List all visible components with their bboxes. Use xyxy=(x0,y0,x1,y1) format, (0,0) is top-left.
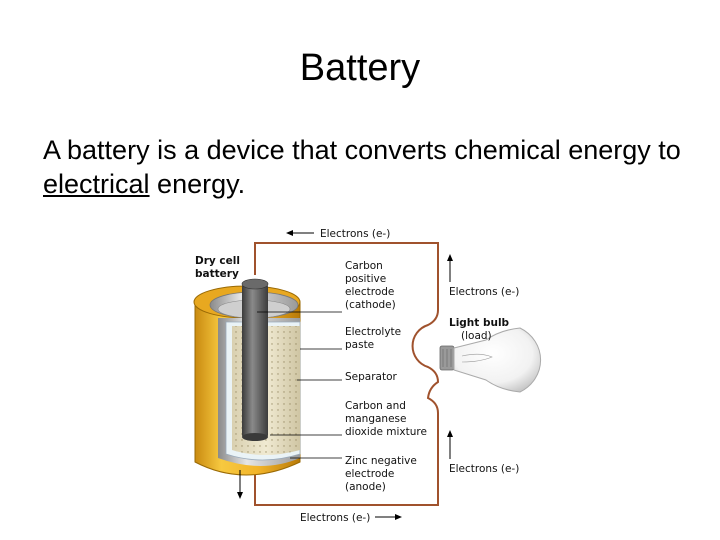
dry-cell-label-line2: battery xyxy=(195,268,239,280)
light-bulb-icon xyxy=(439,327,542,393)
load-label: (load) xyxy=(461,330,492,342)
zinc-negative-label: Zinc negative electrode (anode) xyxy=(345,455,420,493)
right-bottom-electrons-arrow xyxy=(447,430,453,459)
separator-label: Separator xyxy=(345,371,398,383)
dry-cell-label-line1: Dry cell xyxy=(195,255,240,267)
body-text-underlined: electrical xyxy=(43,169,150,199)
slide-body-text: A battery is a device that converts chem… xyxy=(43,133,683,201)
battery-cell xyxy=(193,278,301,499)
right-bottom-electrons-label: Electrons (e-) xyxy=(449,463,519,475)
top-electrons-arrow xyxy=(286,230,314,236)
bottom-electrons-arrow xyxy=(375,514,402,520)
carbon-manganese-label: Carbon and manganese dioxide mixture xyxy=(345,400,427,438)
right-top-electrons-label: Electrons (e-) xyxy=(449,286,519,298)
top-electrons-label: Electrons (e-) xyxy=(320,228,390,240)
right-top-electrons-arrow xyxy=(447,254,453,282)
carbon-positive-label: Carbon positive electrode (cathode) xyxy=(345,260,398,311)
pointer-lines xyxy=(257,311,342,459)
bottom-electrons-label: Electrons (e-) xyxy=(300,512,370,524)
circuit-wire xyxy=(254,242,440,506)
body-text-end: energy. xyxy=(149,169,246,199)
light-bulb-label: Light bulb xyxy=(449,317,510,329)
slide-title: Battery xyxy=(299,47,421,89)
electrolyte-label: Electrolyte paste xyxy=(345,326,404,351)
body-text-part: A battery is a device that converts chem… xyxy=(43,135,681,165)
